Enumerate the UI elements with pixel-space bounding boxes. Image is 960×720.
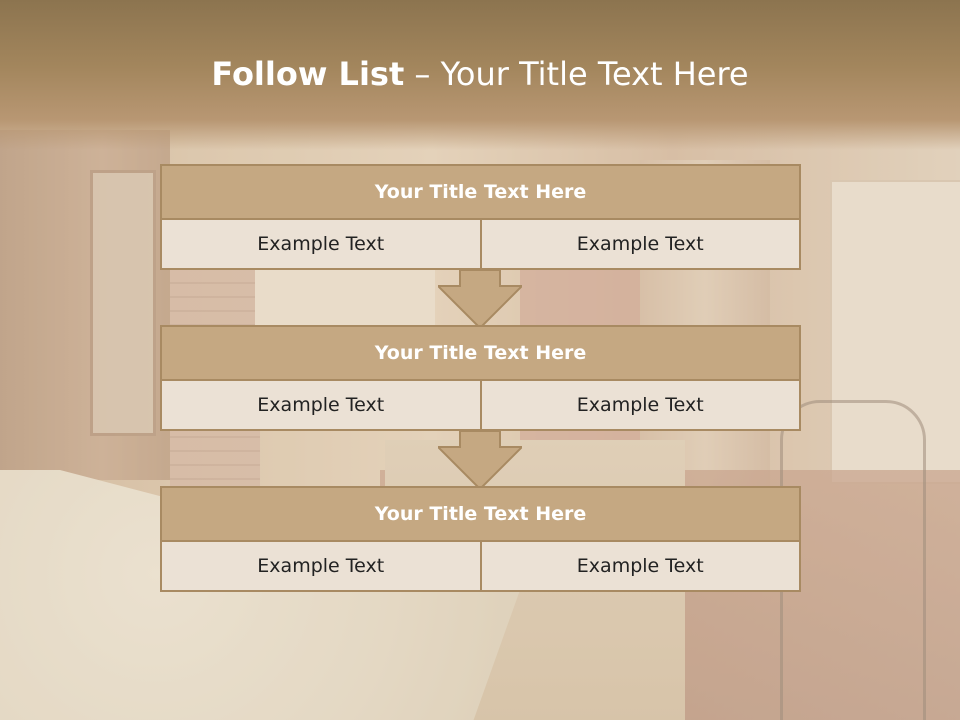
down-arrow-icon (438, 431, 522, 489)
slide-title-bold: Follow List (211, 55, 405, 93)
down-arrow-icon (438, 270, 522, 328)
step-row: Example Text Example Text (160, 220, 801, 270)
header-band (0, 0, 960, 150)
step-cell-right[interactable]: Example Text (479, 381, 801, 431)
step-cell-left[interactable]: Example Text (160, 542, 482, 592)
step-row: Example Text Example Text (160, 542, 801, 592)
slide-title-rest: – Your Title Text Here (404, 55, 749, 93)
cabinet-glass-door (90, 170, 156, 436)
step-block-3: Your Title Text Here Example Text Exampl… (160, 486, 801, 592)
slide-title: Follow List – Your Title Text Here (0, 55, 960, 93)
step-row: Example Text Example Text (160, 381, 801, 431)
step-title[interactable]: Your Title Text Here (160, 486, 801, 542)
step-cell-right[interactable]: Example Text (479, 220, 801, 270)
step-title[interactable]: Your Title Text Here (160, 164, 801, 220)
left-cabinet (0, 130, 170, 480)
step-title[interactable]: Your Title Text Here (160, 325, 801, 381)
step-cell-left[interactable]: Example Text (160, 381, 482, 431)
step-cell-right[interactable]: Example Text (479, 542, 801, 592)
step-cell-left[interactable]: Example Text (160, 220, 482, 270)
step-block-2: Your Title Text Here Example Text Exampl… (160, 325, 801, 431)
step-block-1: Your Title Text Here Example Text Exampl… (160, 164, 801, 270)
